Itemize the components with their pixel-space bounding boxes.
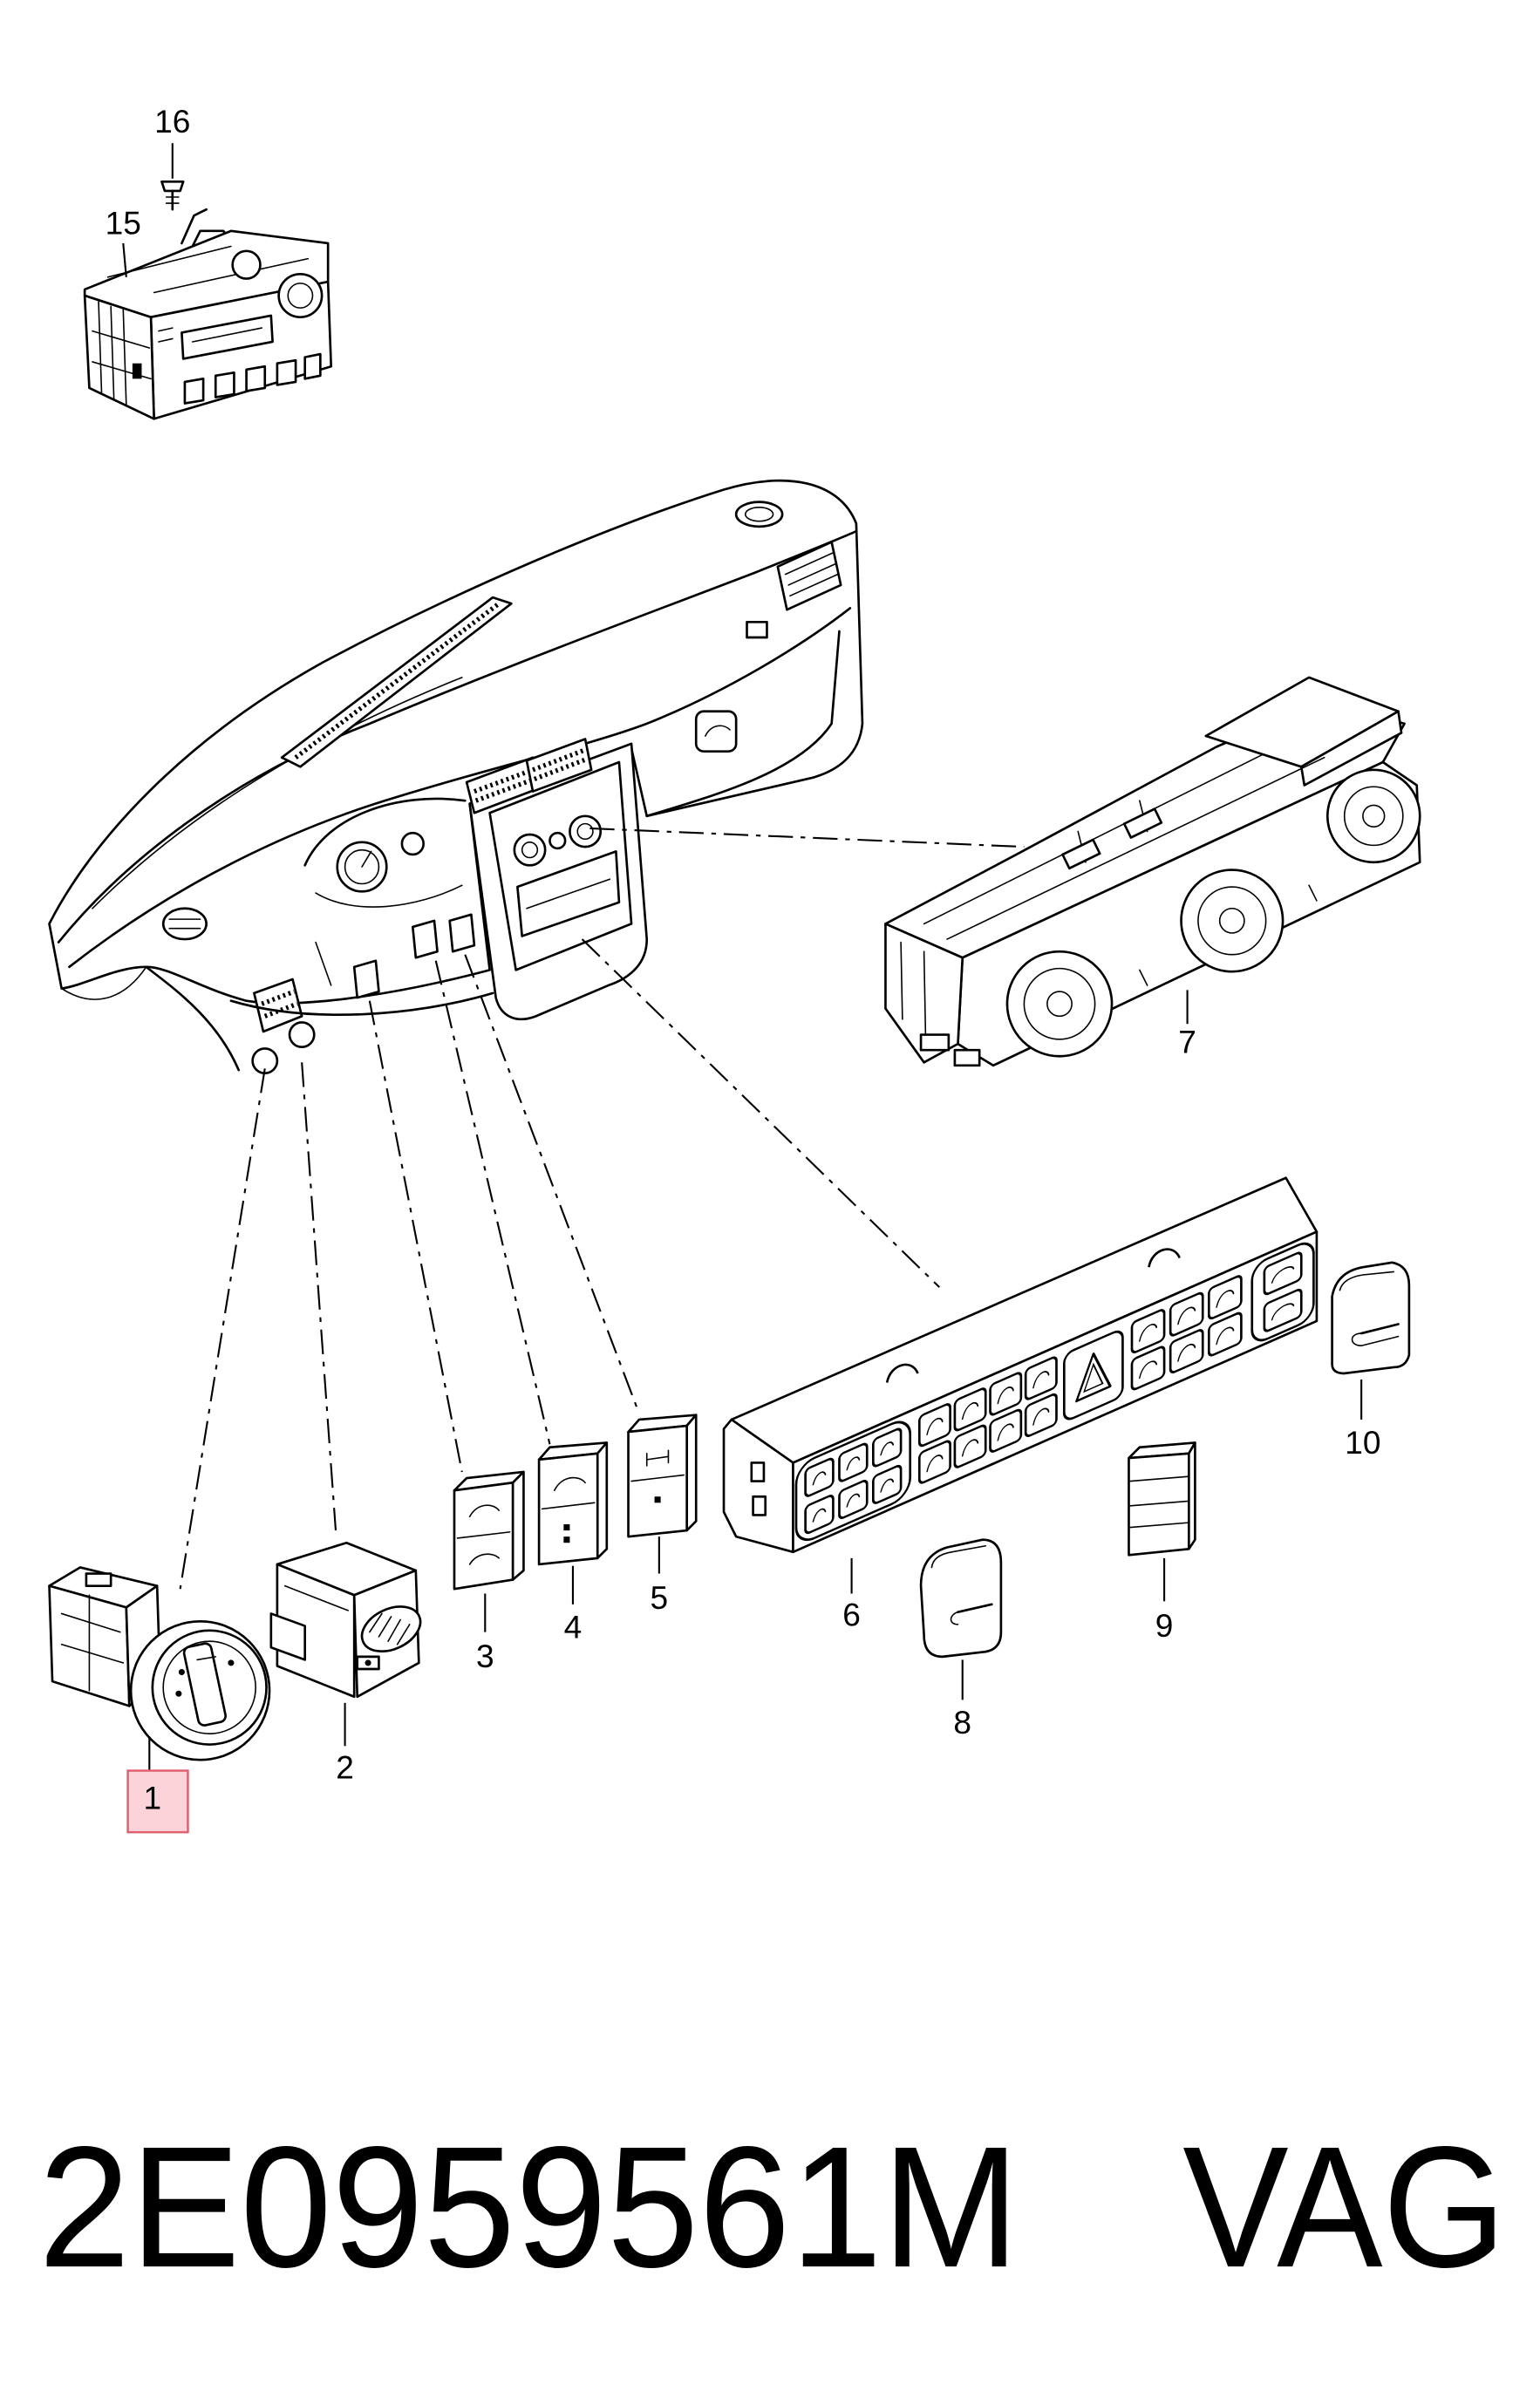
leader-part-7 <box>589 827 1025 848</box>
switch-button <box>871 1427 903 1468</box>
callout-3: 3 <box>476 1638 494 1674</box>
callout-5: 5 <box>651 1579 669 1616</box>
callout-1: 1 <box>144 1780 162 1816</box>
switch-symbol-icon <box>812 1471 827 1486</box>
callout-9: 9 <box>1155 1607 1174 1644</box>
callout-2: 2 <box>336 1748 354 1785</box>
leader-part-5 <box>464 954 640 1414</box>
switch-symbol-icon <box>1139 1324 1158 1342</box>
part-16-screw-drawing <box>160 181 185 211</box>
callout-15: 15 <box>106 204 141 241</box>
switch-button <box>804 1495 835 1535</box>
switch-button <box>1263 1251 1303 1296</box>
callout-7: 7 <box>1178 1024 1196 1060</box>
switch-button <box>953 1387 987 1432</box>
switch-symbol-icon <box>1032 1407 1050 1426</box>
leader-part-2 <box>301 1062 337 1531</box>
switch-symbol-icon <box>812 1508 827 1523</box>
selected-callout-highlight <box>126 1769 189 1834</box>
callout-6: 6 <box>842 1597 861 1633</box>
assembly-leader-lines <box>179 827 1025 1590</box>
switch-button <box>1169 1329 1204 1373</box>
switch-symbol-icon <box>1271 1303 1295 1321</box>
switch-button <box>1263 1288 1303 1332</box>
switch-symbol-icon <box>1216 1290 1235 1308</box>
switch-symbol-icon <box>1032 1371 1050 1389</box>
callout-leaders <box>122 143 1363 1771</box>
switch-symbol-icon <box>1139 1360 1158 1380</box>
part-9-drawing <box>1128 1441 1196 1557</box>
leader-part-4 <box>434 960 551 1445</box>
switch-symbol-icon <box>997 1386 1014 1405</box>
part-10-drawing <box>1331 1261 1411 1375</box>
part-7-drawing <box>884 676 1421 1067</box>
switch-button <box>838 1442 869 1482</box>
switch-button <box>804 1457 835 1497</box>
switch-symbol-icon <box>880 1441 895 1456</box>
part-2-drawing <box>269 1541 422 1699</box>
switch-symbol-icon <box>961 1439 979 1457</box>
callout-8: 8 <box>953 1704 971 1741</box>
switch-symbol-icon <box>1177 1306 1196 1325</box>
switch-button <box>1024 1393 1058 1437</box>
part-number-text: 2E0959561M <box>38 2110 1019 2303</box>
switch-button <box>1024 1356 1058 1400</box>
dashboard-drawing <box>48 479 864 1075</box>
switch-symbol-icon <box>1216 1326 1235 1346</box>
switch-button <box>917 1403 951 1448</box>
leader-part-1 <box>179 1068 266 1590</box>
part-8-drawing <box>919 1538 1003 1659</box>
brand-text: VAG <box>1182 2110 1506 2303</box>
switch-symbol-icon <box>961 1402 979 1421</box>
switch-symbol-icon <box>1271 1265 1295 1284</box>
part-3-drawing <box>453 1470 525 1591</box>
part-6-drawing <box>722 1176 1319 1554</box>
part-5-drawing <box>627 1414 698 1538</box>
leader-part-6 <box>581 938 940 1288</box>
part-4-drawing <box>537 1441 609 1566</box>
switch-symbol-icon <box>1177 1343 1196 1362</box>
switch-symbol-icon <box>846 1456 861 1471</box>
switch-button <box>989 1372 1023 1416</box>
switch-button <box>871 1464 903 1504</box>
switch-button <box>1169 1291 1204 1337</box>
switch-button <box>1207 1275 1243 1320</box>
switch-button <box>838 1480 869 1519</box>
callout-4: 4 <box>564 1609 583 1645</box>
callout-10: 10 <box>1345 1424 1380 1461</box>
switch-symbol-icon <box>926 1417 944 1435</box>
switch-button <box>917 1440 951 1484</box>
part-15-drawing <box>83 208 333 420</box>
switch-panel-face <box>794 1242 1315 1542</box>
switch-button <box>1130 1346 1166 1391</box>
switch-button <box>953 1424 987 1468</box>
switch-symbol-icon <box>997 1423 1014 1441</box>
switch-symbol-icon <box>926 1455 944 1473</box>
switch-symbol-icon <box>880 1478 895 1493</box>
switch-symbol-icon <box>846 1493 861 1508</box>
callout-numbers: 16 15 7 10 6 5 4 3 2 9 8 1 <box>106 103 1381 1816</box>
switch-button <box>1130 1309 1166 1353</box>
part-1-drawing <box>48 1566 271 1761</box>
switch-button <box>1207 1312 1243 1357</box>
switch-button <box>989 1408 1023 1453</box>
callout-16: 16 <box>154 103 190 140</box>
leader-part-3 <box>368 1000 463 1473</box>
